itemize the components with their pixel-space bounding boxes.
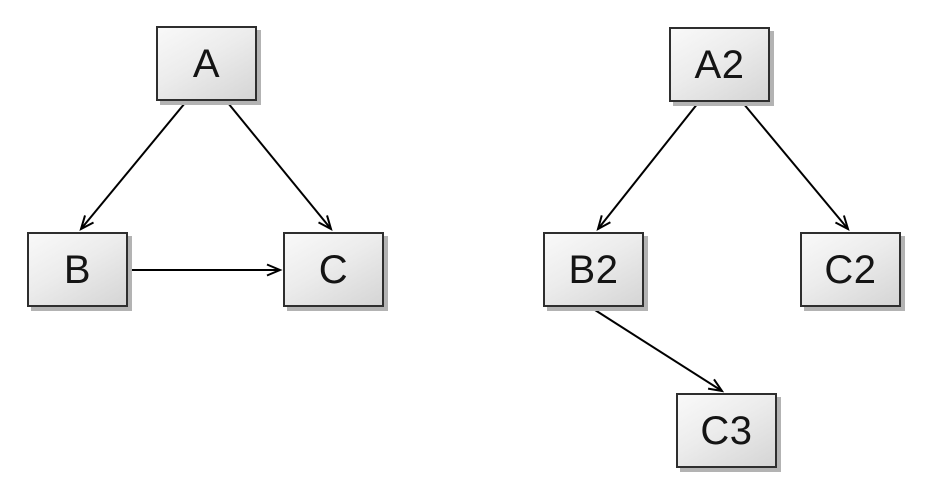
node-c2-label: C2 xyxy=(824,247,877,292)
node-c3-label: C3 xyxy=(700,408,753,453)
edge-a-b-arrow xyxy=(79,102,186,231)
node-c-label: C xyxy=(318,247,349,292)
node-b: B xyxy=(27,232,128,307)
node-b2: B2 xyxy=(543,232,644,307)
edge-a-c-arrow xyxy=(227,102,333,231)
node-b-label: B xyxy=(63,247,92,292)
edge-b2-c3-arrow xyxy=(594,309,725,393)
node-a-label: A xyxy=(192,41,221,86)
node-c: C xyxy=(283,232,384,307)
node-a2-label: A2 xyxy=(694,42,745,87)
node-c2: C2 xyxy=(800,232,901,307)
node-b2-label: B2 xyxy=(568,247,619,292)
node-c3: C3 xyxy=(676,393,777,468)
node-a2: A2 xyxy=(669,27,770,102)
edge-a2-c2-arrow xyxy=(742,102,850,231)
edge-a2-b2-arrow xyxy=(596,102,699,232)
node-a: A xyxy=(156,26,257,101)
